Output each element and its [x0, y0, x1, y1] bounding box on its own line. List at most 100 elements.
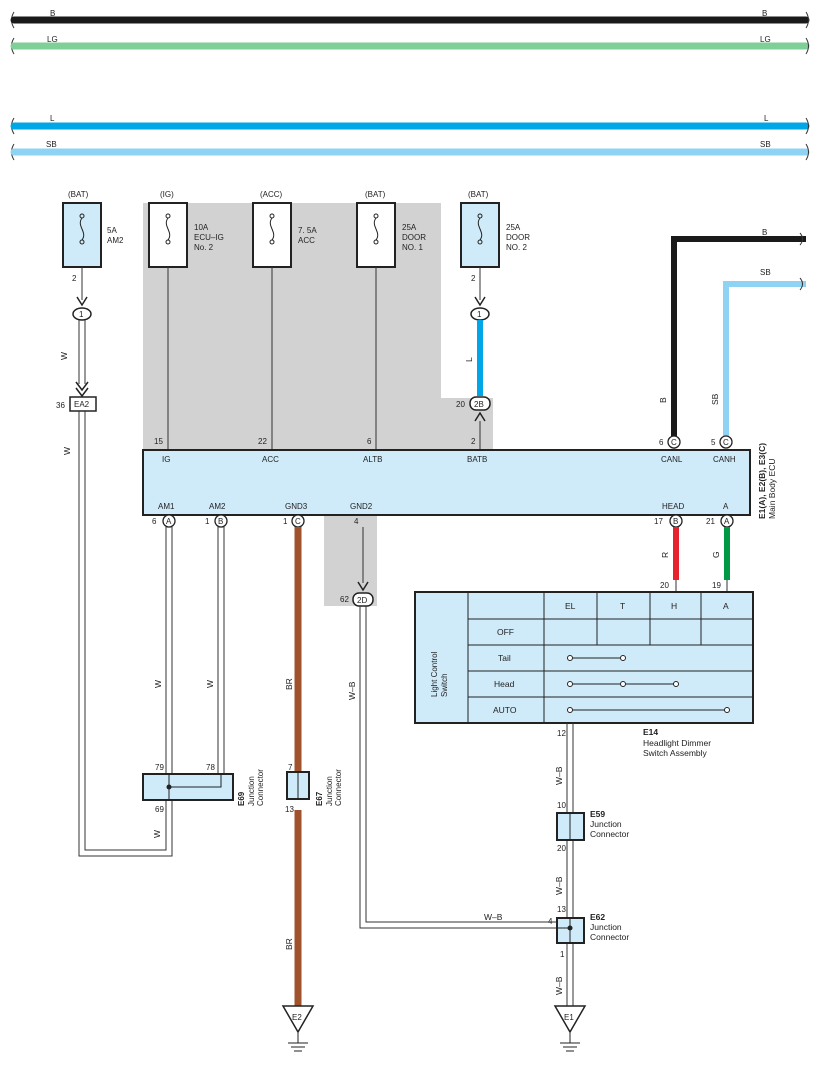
ecu-pin-head-name: HEAD — [662, 502, 684, 511]
bus-b: B B — [10, 9, 810, 29]
conn-2b-label: 2B — [474, 400, 484, 409]
wire-am1-color: W — [153, 680, 163, 688]
conn-am2-label: 1 — [79, 310, 84, 319]
e62-pin-13: 13 — [557, 905, 566, 914]
ecu-pin-a-conn: A — [724, 517, 730, 526]
fuse-door-no2-source: (BAT) — [468, 190, 489, 199]
switch-pin-a: 19 — [712, 581, 721, 590]
conn-ea2-label: EA2 — [74, 400, 90, 409]
ecu-pin-ig-name: IG — [162, 455, 170, 464]
ecu-pin-canh-num: 5 — [711, 438, 716, 447]
e69-pin-69: 69 — [155, 805, 164, 814]
e69-pin-79: 79 — [155, 763, 164, 772]
fuse-acc-source: (ACC) — [260, 190, 283, 199]
wire-a-g: G 19 — [711, 527, 730, 592]
ecu-pin-gnd2-num: 4 — [354, 517, 359, 526]
conn-2d-label: 2D — [357, 596, 367, 605]
ecu-pin-gnd3-name: GND3 — [285, 502, 308, 511]
fuse-am2-source: (BAT) — [68, 190, 89, 199]
switch-row-head: Head — [494, 679, 515, 689]
fuse-ecu-ig-name: ECU–IG — [194, 233, 224, 242]
switch-name-1: Headlight Dimmer — [643, 738, 711, 748]
conn-2d-num: 62 — [340, 595, 349, 604]
switch-label-2: Switch — [440, 673, 449, 697]
wire-head-r: R 20 — [660, 527, 679, 592]
wire-switch-wb: 12 W–B W–B W–B — [554, 723, 574, 1006]
fuse-am2-name: AM2 — [107, 236, 124, 245]
wire-door-l: 1 L — [464, 267, 490, 396]
ecu-pin-am2-name: AM2 — [209, 502, 226, 511]
conn-door-label: 1 — [477, 310, 482, 319]
shaded-area-gnd2 — [324, 515, 377, 606]
switch-label-1: Light Control — [430, 651, 439, 697]
e67-id: E67 — [315, 791, 324, 806]
wire-gnd2: 62 2D W–B W–B — [340, 527, 557, 929]
fuse-am2: (BAT) 5A AM2 2 — [62, 190, 124, 283]
ecu-pin-a-name: A — [723, 502, 729, 511]
switch-col-el: EL — [565, 601, 576, 611]
wire-gnd2-color: W–B — [347, 681, 357, 700]
ecu-title-line2: Main Body ECU — [767, 459, 777, 519]
e62-id: E62 — [590, 912, 605, 922]
fuse-acc-name: ACC — [298, 236, 315, 245]
fuse-ecu-ig-name2: No. 2 — [194, 243, 214, 252]
conn-ea2-num: 36 — [56, 401, 65, 410]
e67-name2: Connector — [334, 769, 343, 806]
ecu-pin-canl-num: 6 — [659, 438, 664, 447]
e69-name2: Connector — [256, 769, 265, 806]
e69-pin-78: 78 — [206, 763, 215, 772]
switch-col-h: H — [671, 601, 677, 611]
ecu-pin-ig-num: 15 — [154, 437, 163, 446]
bus-l-label-right: L — [764, 114, 769, 123]
bus-lg-label-left: LG — [47, 35, 58, 44]
fuse-door-no1-rating: 25A — [402, 223, 417, 232]
wire-canl-b: B B — [658, 228, 806, 436]
fuse-ecu-ig-rating: 10A — [194, 223, 209, 232]
conn-ea2: 36 EA2 — [56, 396, 97, 412]
e62-name2: Connector — [590, 932, 629, 942]
switch-id: E14 — [643, 727, 658, 737]
bus-sb-label-left: SB — [46, 140, 57, 149]
wire-a-color: G — [711, 551, 721, 558]
ground-e2: E2 — [281, 1005, 315, 1052]
ecu-pin-am1-name: AM1 — [158, 502, 175, 511]
e62-name1: Junction — [590, 922, 622, 932]
wire-canl-label: B — [762, 228, 767, 237]
wire-am2b-color: W — [205, 680, 215, 688]
switch-pin-h: 20 — [660, 581, 669, 590]
e59-id: E59 — [590, 809, 605, 819]
shaded-area-top — [143, 203, 493, 450]
ecu-title-line1: E1(A), E2(B), E3(C) — [757, 443, 767, 519]
e59-pin-10: 10 — [557, 801, 566, 810]
e59-pin-20: 20 — [557, 844, 566, 853]
ecu-pin-canl-conn: C — [671, 438, 677, 447]
e69-name1: Junction — [247, 776, 256, 806]
switch-auto-contacts — [567, 707, 730, 713]
fuse-door-no2-pin: 2 — [471, 274, 476, 283]
switch-pin-12: 12 — [557, 729, 566, 738]
junction-e69: 79 78 69 E69 Junction Connector — [142, 763, 265, 814]
ecu-pin-canl-name: CANL — [661, 455, 683, 464]
e67-pin-13: 13 — [285, 805, 294, 814]
light-control-switch: Light Control Switch EL T H A OFF Tail H… — [414, 591, 754, 724]
e59-name2: Connector — [590, 829, 629, 839]
wire-am2-w: 1 W — [59, 267, 92, 398]
fuse-acc: (ACC) 7. 5A ACC — [252, 190, 317, 268]
switch-head-contacts — [567, 681, 679, 687]
wire-gnd2-horiz-color: W–B — [484, 912, 503, 922]
e62-pin-4: 4 — [548, 917, 553, 926]
fuse-door-no1-name2: NO. 1 — [402, 243, 423, 252]
ecu-pin-am1-conn: A — [166, 517, 172, 526]
switch-caption: E14 Headlight Dimmer Switch Assembly — [643, 727, 711, 758]
fuse-acc-rating: 7. 5A — [298, 226, 317, 235]
ecu-pin-canh-name: CANH — [713, 455, 736, 464]
e67-pin-7: 7 — [288, 763, 293, 772]
ecu-pin-canh-conn: C — [723, 438, 729, 447]
fuse-door-no1-source: (BAT) — [365, 190, 386, 199]
wire-gnd3-color: BR — [284, 678, 294, 690]
wire-gnd3-color-2: BR — [284, 938, 294, 950]
switch-tail-contacts — [567, 655, 626, 661]
wire-am1-am2: W W — [153, 527, 225, 774]
